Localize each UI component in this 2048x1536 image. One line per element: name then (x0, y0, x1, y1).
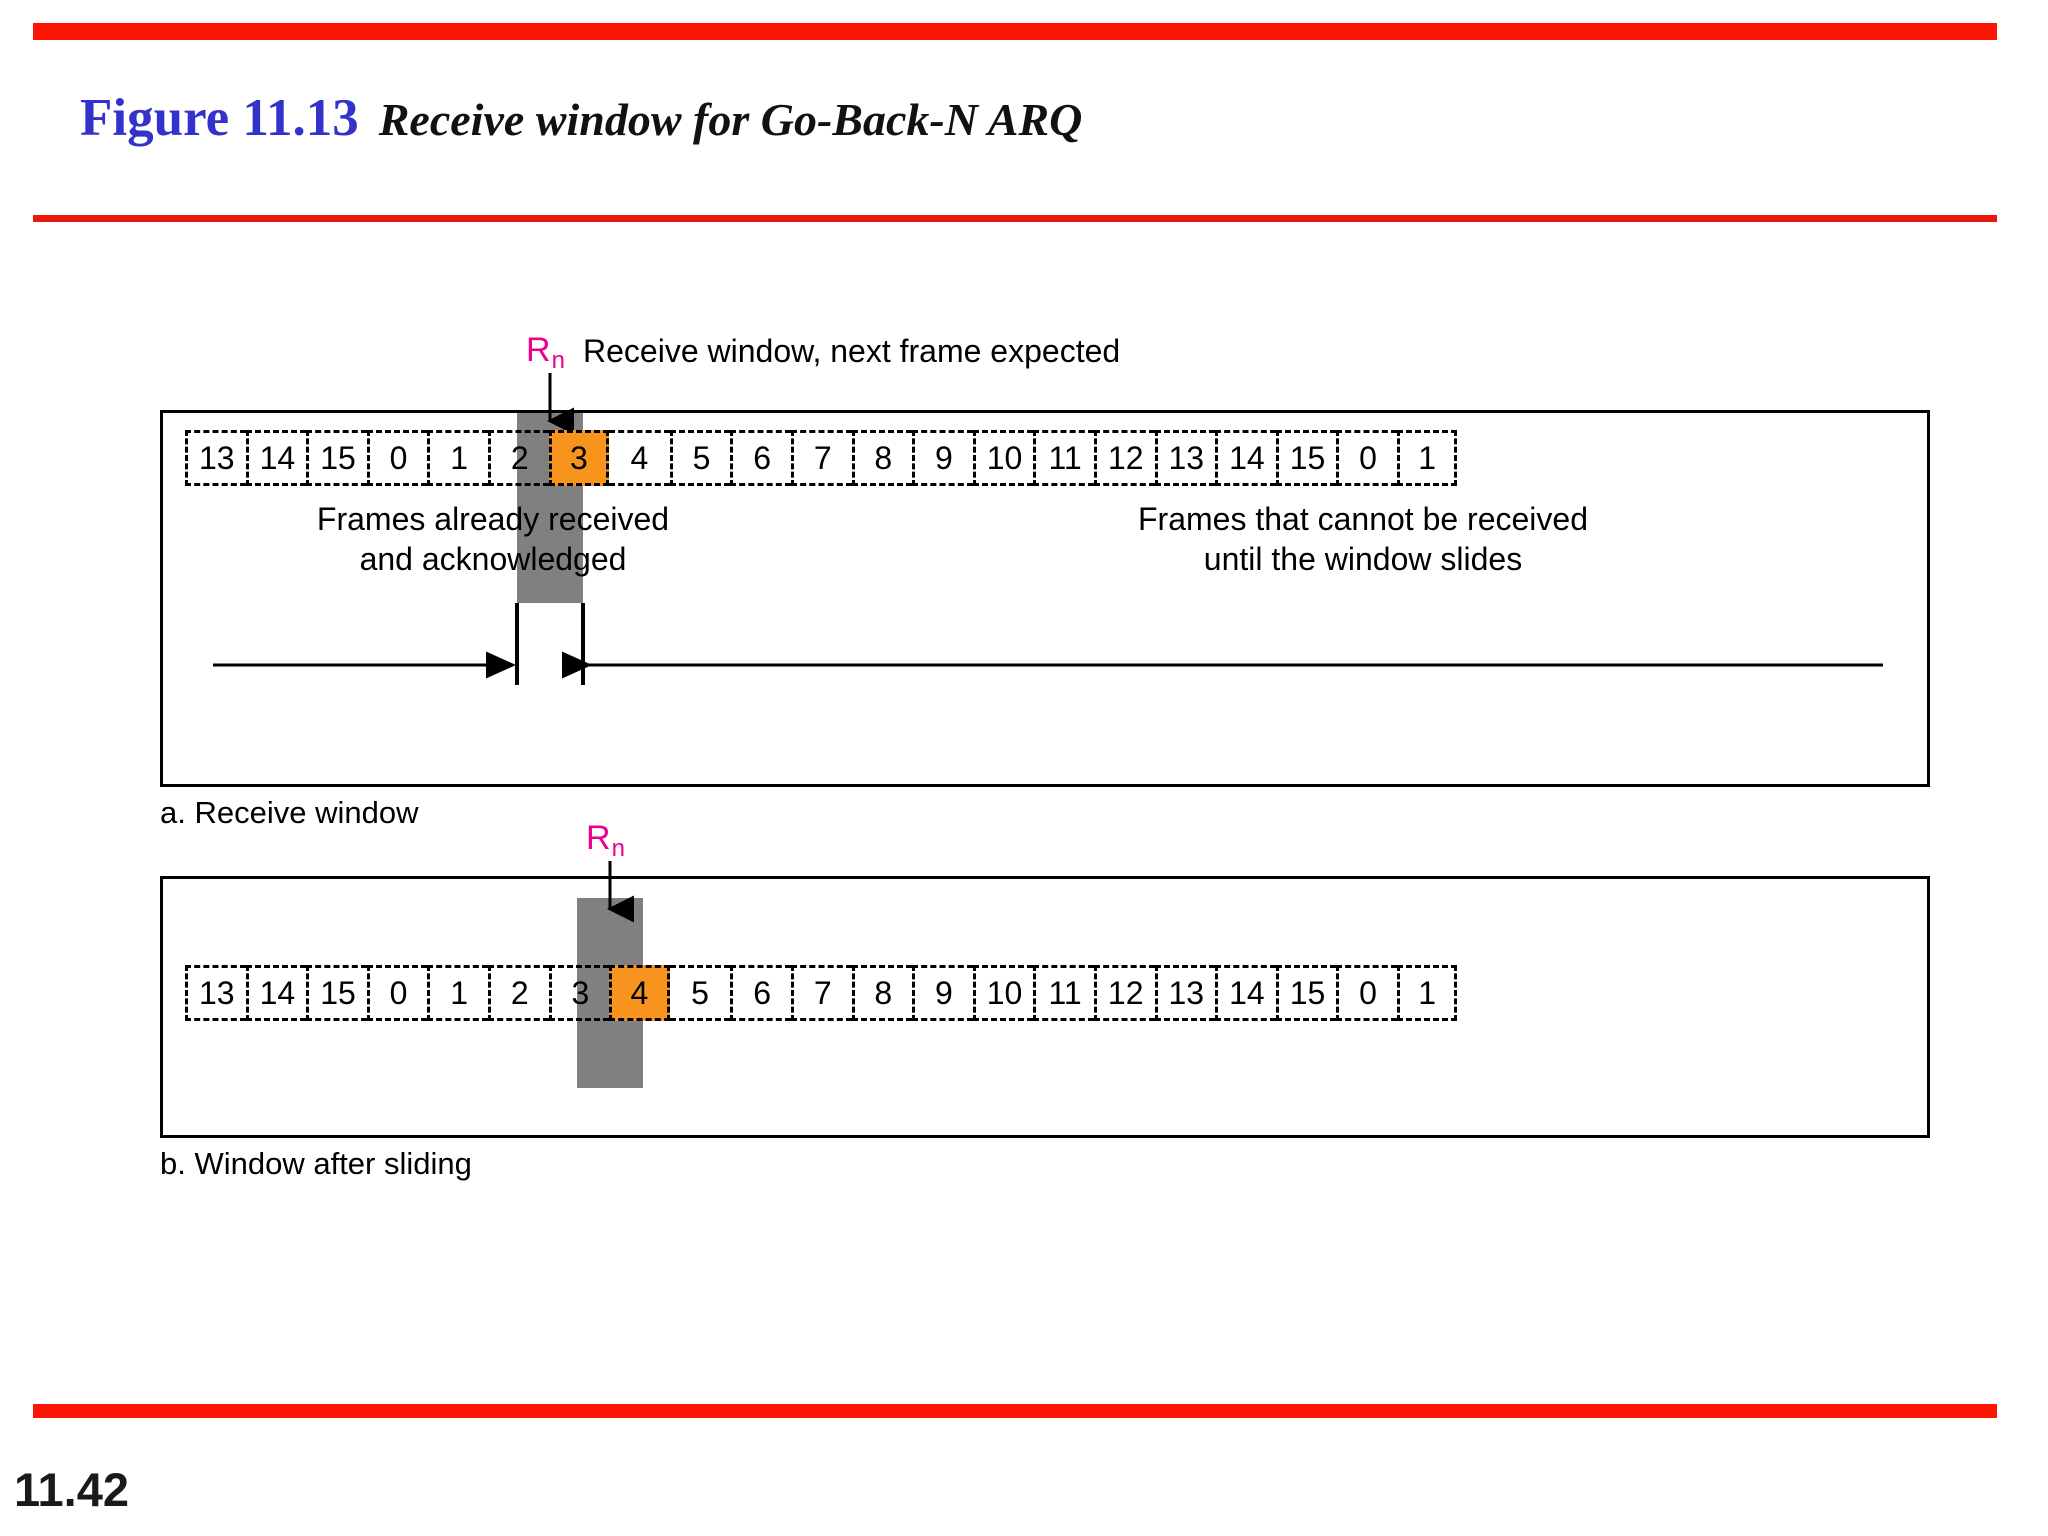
frame-cell: 14 (1215, 430, 1276, 486)
frame-cell: 12 (1093, 965, 1155, 1021)
frame-cell: 8 (851, 965, 913, 1021)
frame-cell: 7 (790, 430, 852, 486)
right-note-line1-a: Frames that cannot be received (1137, 501, 1588, 537)
figure-number-label: Figure 11.13 (80, 89, 359, 147)
frame-cell: 9 (912, 965, 973, 1021)
frame-cell: 10 (972, 430, 1034, 486)
frame-cell: 12 (1093, 430, 1155, 486)
frame-cell: 13 (1154, 430, 1216, 486)
frame-cell: 2 (487, 430, 549, 486)
rn-letter-a: R (526, 331, 551, 369)
frame-cell: 15 (1275, 430, 1337, 486)
frame-cell: 4 (609, 430, 670, 486)
frame-cell: 6 (730, 430, 791, 486)
frame-cell-active: 4 (609, 965, 670, 1021)
frame-cell: 0 (1336, 965, 1397, 1021)
page-title: Figure 11.13 Receive window for Go-Back-N… (80, 88, 1082, 148)
frame-cell: 8 (851, 430, 913, 486)
frame-cell: 0 (366, 430, 428, 486)
rn-letter-b: R (586, 819, 611, 857)
frame-cell: 1 (1396, 430, 1458, 486)
frame-cell: 13 (185, 965, 246, 1021)
top-red-rule (33, 23, 1997, 40)
frame-cell: 9 (912, 430, 973, 486)
right-note-line2-a: until the window slides (1203, 541, 1523, 577)
figure-caption-text: Receive window for Go-Back-N ARQ (378, 94, 1083, 145)
frame-cell: 0 (366, 965, 428, 1021)
frame-cell: 5 (669, 965, 731, 1021)
frame-cell: 15 (306, 965, 367, 1021)
frame-cell-active: 3 (548, 430, 610, 486)
panel-a-caption: a. Receive window (160, 795, 419, 830)
left-note-line1-a: Frames already received (316, 501, 670, 537)
frame-cell: 1 (427, 430, 488, 486)
rn-subscript-b: n (611, 835, 625, 862)
frame-cell: 13 (1154, 965, 1216, 1021)
frame-cell: 13 (185, 430, 246, 486)
title-underline-red-rule (33, 215, 1997, 222)
frame-cell: 1 (1396, 965, 1458, 1021)
frame-cell: 3 (548, 965, 610, 1021)
receive-window-note-a: Receive window, next frame expected (583, 333, 1121, 369)
frame-cell: 7 (790, 965, 852, 1021)
frame-cell: 0 (1336, 430, 1397, 486)
rn-subscript-a: n (551, 347, 565, 374)
page-number: 11.42 (14, 1463, 130, 1516)
frame-cell: 15 (306, 430, 367, 486)
frame-cell: 11 (1033, 430, 1094, 486)
rn-label-a: Rn (526, 331, 565, 374)
frame-cell: 14 (245, 965, 307, 1021)
frame-cell: 1 (427, 965, 488, 1021)
frame-cell: 11 (1033, 965, 1094, 1021)
frame-cell: 5 (669, 430, 731, 486)
frame-cell: 6 (730, 965, 791, 1021)
left-note-line2-a: and acknowledged (359, 541, 627, 577)
bottom-red-rule (33, 1404, 1997, 1418)
rn-label-b: Rn (586, 819, 625, 862)
panel-receive-window: Rn Receive window, next frame expected F… (160, 331, 1930, 787)
frame-cell: 14 (1215, 965, 1276, 1021)
frame-cell: 14 (245, 430, 307, 486)
frame-cell: 10 (972, 965, 1034, 1021)
frame-cell: 2 (487, 965, 549, 1021)
frame-cell: 15 (1275, 965, 1337, 1021)
panel-b-caption: b. Window after sliding (160, 1146, 472, 1181)
